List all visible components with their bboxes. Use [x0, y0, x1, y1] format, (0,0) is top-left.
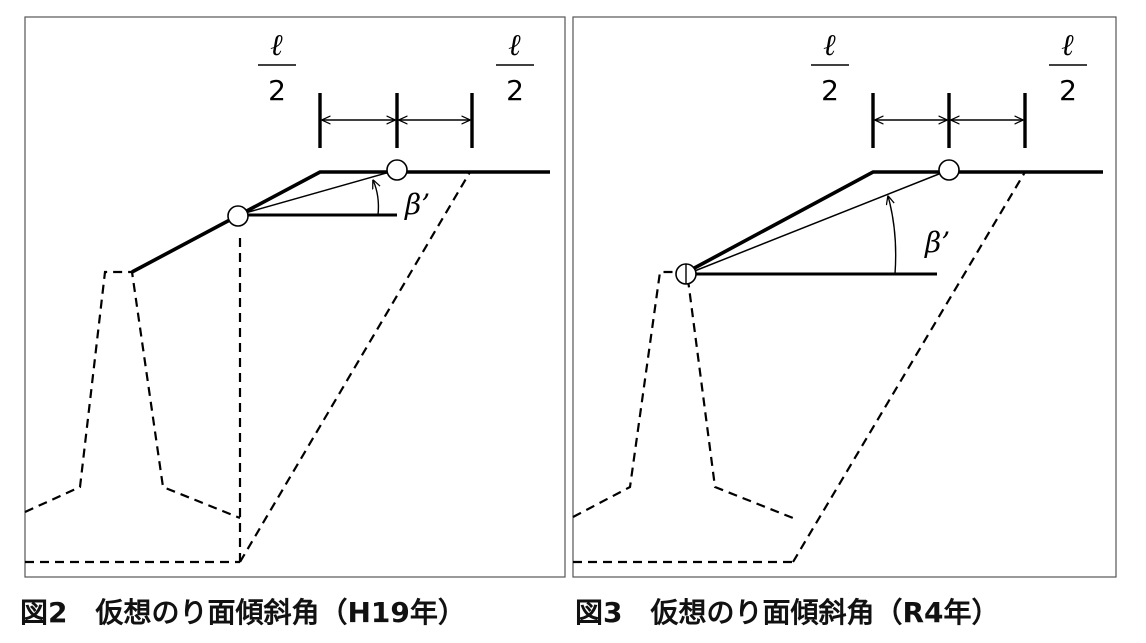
figure-3-slope-profile: [686, 170, 1103, 274]
figure-3-panel: ℓ 2 ℓ 2 β’: [572, 16, 1117, 578]
figure-2-virtual-slope-line: [237, 169, 398, 216]
figure-3-angle-arc: [888, 196, 897, 275]
figure-3-crest-circle: [938, 159, 960, 181]
figure-3-dashed-ground: [572, 171, 1026, 564]
figure-2-fraction-right-numerator: ℓ: [509, 28, 522, 63]
figure-3-dimension-ticks: [871, 93, 1027, 148]
figure-2-caption: 図2 仮想のり面傾斜角（H19年）: [20, 596, 466, 629]
figure-2-angle-arc: [373, 180, 378, 216]
figure-2-dimension-ticks: [318, 93, 474, 148]
figure-3-fraction-left-numerator: ℓ: [824, 28, 837, 63]
figure-2-fraction-left-numerator: ℓ: [271, 28, 284, 63]
figure-3-angle-label: β’: [924, 226, 950, 259]
figure-3-frame: [572, 16, 1117, 578]
figure-2-crest-circle: [386, 159, 408, 181]
figure-3-fraction-left-denominator: 2: [821, 74, 839, 107]
figure-2-panel: ℓ 2 ℓ 2 β’: [24, 16, 566, 578]
figure-2-dashed-ground: [24, 171, 471, 564]
figure-2-slope-profile: [131, 170, 550, 274]
figure-3-virtual-slope-line: [686, 169, 950, 275]
figure-3-fraction-right-denominator: 2: [1059, 74, 1077, 107]
figure-3-caption: 図3 仮想のり面傾斜角（R4年）: [575, 596, 1000, 629]
figure-2-fraction-right-denominator: 2: [506, 74, 524, 107]
figure-2-angle-label: β’: [404, 188, 430, 221]
figure-2-toe-circle: [227, 205, 249, 227]
figure-3-fraction-right-numerator: ℓ: [1062, 28, 1075, 63]
figure-2-fraction-left-denominator: 2: [268, 74, 286, 107]
figure-2-frame: [24, 16, 566, 578]
